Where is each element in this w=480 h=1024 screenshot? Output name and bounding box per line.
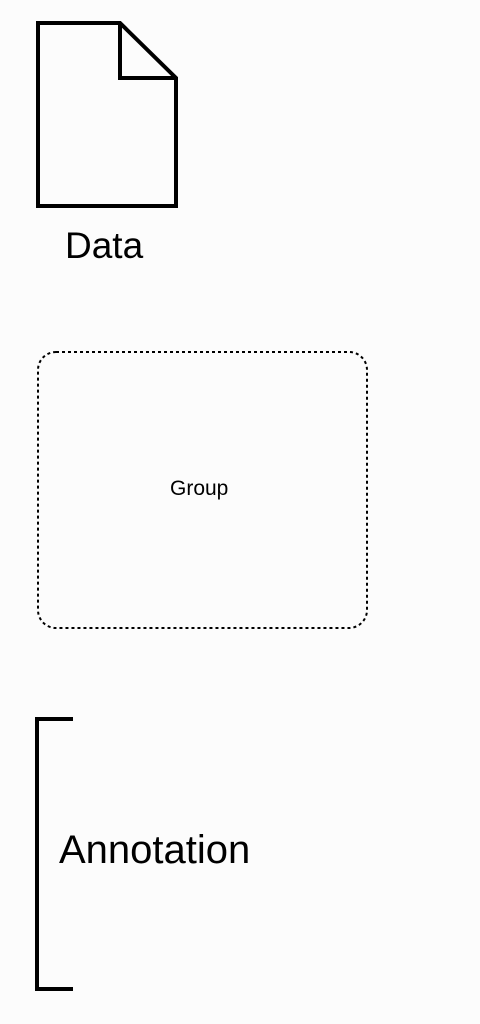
data-object-label: Data — [65, 225, 144, 266]
annotation-label: Annotation — [59, 828, 251, 872]
group-label: Group — [170, 477, 229, 500]
